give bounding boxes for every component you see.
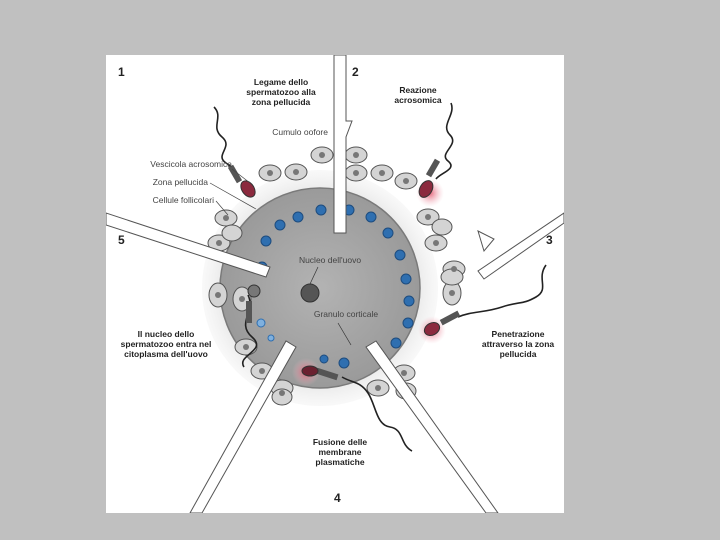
divider-arrow-left <box>106 212 271 278</box>
follicle-cell-nucleus <box>449 290 455 296</box>
divider-arrow-right <box>477 212 564 280</box>
cortical-granule <box>403 295 415 307</box>
sperm-nucleus <box>247 284 261 298</box>
diagram-graphic <box>106 55 564 513</box>
sperm-midpiece <box>227 164 243 184</box>
label-vescicola: Vescicola acrosomica <box>150 159 232 169</box>
leader-line <box>209 182 257 210</box>
panel-number-1: 1 <box>118 65 125 79</box>
divider-arrow-top <box>333 55 353 234</box>
follicle-cell-nuclei <box>215 152 457 396</box>
label-penetrazione: Penetrazione attraverso la zona pellucid… <box>481 329 555 359</box>
follicle-cell-nucleus <box>243 344 249 350</box>
follicle-cell-nucleus <box>293 169 299 175</box>
cortical-granule <box>319 354 329 364</box>
cortical-granule <box>260 235 272 247</box>
sperm-head <box>418 180 434 198</box>
leader-line <box>337 322 352 346</box>
follicle-cell-nucleus <box>215 292 221 298</box>
follicle-cell <box>271 388 293 406</box>
fertilization-diagram: 1 2 3 4 5 Legame dello spermatozoo alla … <box>106 55 564 513</box>
cortical-granule <box>338 357 350 369</box>
panel-number-4: 4 <box>334 491 341 505</box>
follicle-cell-nucleus <box>267 170 273 176</box>
sperm-tail <box>457 264 547 318</box>
label-zona: Zona pellucida <box>152 177 208 187</box>
follicle-cell <box>440 268 464 286</box>
follicle-cell-nucleus <box>401 370 407 376</box>
follicle-cell-nucleus <box>239 296 245 302</box>
sperm-1 <box>213 106 256 198</box>
cortical-granule <box>292 211 304 223</box>
leader-line <box>231 168 251 184</box>
cortical-granule <box>390 337 402 349</box>
label-cellule: Cellule follicolari <box>152 195 214 205</box>
follicle-cell-nucleus <box>379 170 385 176</box>
label-reazione: Reazione acrosomica <box>394 85 442 105</box>
sperm-midpiece <box>425 158 441 178</box>
label-nucleo-uovo: Nucleo dell'uovo <box>298 255 362 265</box>
divider-arrow-right-head <box>477 230 495 253</box>
cortical-granule <box>274 219 286 231</box>
panel-number-2: 2 <box>352 65 359 79</box>
sperm-3 <box>423 264 547 336</box>
follicle-cell <box>431 218 453 236</box>
divider-arrow-bottom-right <box>365 340 499 513</box>
follicle-cell-nucleus <box>451 266 457 272</box>
cortical-granule <box>365 211 377 223</box>
sperm-midpiece <box>439 310 461 326</box>
sperm-5 <box>241 284 261 368</box>
label-nucleo-spermatozoo: Il nucleo dello spermatozoo entra nel ci… <box>120 329 212 359</box>
panel-number-3: 3 <box>546 233 553 247</box>
sperm-4 <box>301 365 413 452</box>
cortical-granule <box>402 317 414 329</box>
sperm-head <box>301 365 319 377</box>
cortical-granule <box>394 249 406 261</box>
follicle-cell-nucleus <box>353 170 359 176</box>
cortical-granule <box>382 227 394 239</box>
sperm-2 <box>418 102 454 198</box>
follicle-cell-nucleus <box>279 390 285 396</box>
label-granulo: Granulo corticale <box>313 309 379 319</box>
label-fusione: Fusione delle membrane plasmatiche <box>312 437 368 467</box>
divider-arrows <box>106 55 564 513</box>
follicle-cell-nucleus <box>223 215 229 221</box>
label-legame: Legame dello spermatozoo alla zona pellu… <box>246 77 316 107</box>
egg-nucleus <box>300 283 320 303</box>
panel-number-5: 5 <box>118 233 125 247</box>
follicle-cell-nucleus <box>259 368 265 374</box>
cortical-granule <box>315 204 327 216</box>
cortical-granule <box>267 334 275 342</box>
sperm-tail <box>341 376 413 452</box>
leader-line <box>215 200 229 216</box>
follicle-cell-nucleus <box>353 152 359 158</box>
sperm-head <box>423 322 441 336</box>
follicle-cell-nucleus <box>425 214 431 220</box>
follicle-cell-nucleus <box>375 385 381 391</box>
follicle-cell <box>221 224 243 242</box>
label-cumulo: Cumulo oofore <box>272 127 328 137</box>
follicle-cell-nucleus <box>403 178 409 184</box>
follicle-cell-nucleus <box>216 240 222 246</box>
follicle-cell-nucleus <box>433 240 439 246</box>
acrosomal-vesicle <box>240 180 256 198</box>
leader-line <box>309 266 319 285</box>
cortical-granule <box>400 273 412 285</box>
divider-arrow-bottom-left <box>189 340 297 513</box>
cortical-granule <box>256 318 266 328</box>
sperm-midpiece <box>246 301 252 323</box>
sperm-tail <box>435 102 454 180</box>
sperm-midpiece <box>315 367 339 381</box>
follicle-cell-nucleus <box>319 152 325 158</box>
